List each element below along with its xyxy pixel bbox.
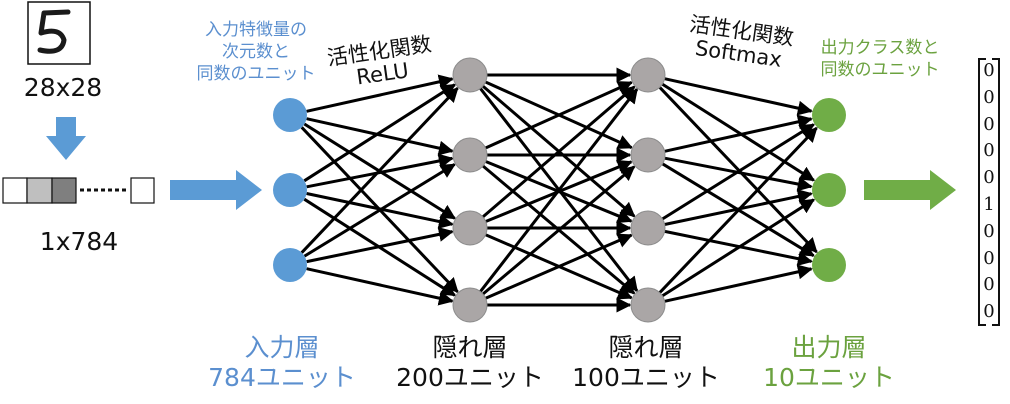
vector-size-label: 1x784 (39, 227, 119, 256)
layer-label-input: 入力層 784ユニット (208, 333, 356, 393)
neuron-node (273, 98, 307, 132)
vector-value: 0 (983, 140, 995, 162)
output-note: 出力クラス数と 同数のユニット (821, 38, 940, 82)
connection-edge (658, 86, 818, 254)
right-bracket (992, 58, 1000, 326)
connection-edge (485, 233, 633, 300)
connection-edge (481, 85, 636, 219)
layer-name: 隠れ層 (432, 333, 508, 362)
neuron-node (630, 287, 666, 323)
connection-edge (303, 83, 457, 183)
input-note-line: 入力特徴量の (205, 20, 307, 40)
layer-units: 200ユニット (396, 363, 544, 392)
connection-edge (306, 267, 454, 306)
connection-edge (484, 81, 633, 150)
connection-edge (479, 88, 639, 293)
one-hot-vector: 0 0 0 0 0 1 0 0 0 0 (978, 58, 1000, 326)
image-size-label: 28x28 (23, 73, 103, 102)
flat-vector-strip (2, 177, 155, 204)
connection-edge (661, 82, 816, 182)
neuron-node (630, 137, 666, 173)
input-note-line: 同数のユニット (196, 63, 316, 84)
digit-image (27, 1, 91, 65)
layer-label-hidden-1: 隠れ層 200ユニット (396, 333, 544, 393)
digit-stroke (37, 9, 71, 54)
vector-value: 0 (983, 167, 995, 189)
neuron-node (452, 210, 488, 246)
connection-edge (306, 74, 454, 113)
neuron-node (273, 248, 307, 282)
layer-units: 10ユニット (763, 363, 895, 392)
output-arrow (864, 170, 956, 210)
neuron-node (273, 173, 307, 207)
down-arrow (46, 117, 86, 160)
output-note-line: 同数のユニット (820, 59, 940, 80)
connection-edge (664, 114, 813, 153)
vector-value: 0 (983, 86, 995, 108)
input-note-line: 次元数と (222, 41, 290, 62)
connection-edge (661, 123, 815, 221)
layer-name: 出力層 (791, 333, 867, 362)
layer-name: 入力層 (244, 333, 320, 362)
connection-edge (661, 198, 816, 298)
neuron-node (452, 57, 488, 93)
input-note: 入力特徴量の 次元数と 同数のユニット (197, 20, 316, 85)
layer-units: 100ユニット (572, 363, 720, 392)
vector-value: 0 (983, 60, 995, 81)
neuron-node (630, 57, 666, 93)
connection-edge (658, 126, 818, 294)
vector-value: 0 (983, 247, 995, 269)
vector-value: 1 (983, 193, 995, 215)
connection-edge (306, 117, 454, 156)
input-arrow (170, 170, 262, 210)
output-note-line: 出力クラス数と (820, 38, 940, 58)
layer-units: 784ユニット (208, 363, 356, 392)
connection-edge (306, 226, 454, 264)
vector-value: 0 (983, 301, 995, 323)
neuron-node (812, 173, 846, 207)
vector-value: 0 (983, 274, 995, 296)
neuron-node (452, 287, 488, 323)
neuron-node (452, 137, 488, 173)
layer-label-hidden-2: 隠れ層 100ユニット (572, 333, 720, 393)
neuron-node (812, 98, 846, 132)
connection-edge (300, 87, 459, 254)
vector-value: 0 (983, 113, 995, 135)
neuron-node (812, 248, 846, 282)
vector-value: 0 (983, 220, 995, 242)
connection-edge (303, 163, 456, 258)
connection-edge (664, 264, 813, 303)
connection-edge (664, 77, 813, 116)
connection-edge (482, 165, 636, 296)
neuron-node (630, 210, 666, 246)
layer-name: 隠れ層 (608, 333, 684, 362)
layer-label-output: 出力層 10ユニット (763, 333, 895, 393)
left-bracket (978, 58, 986, 326)
